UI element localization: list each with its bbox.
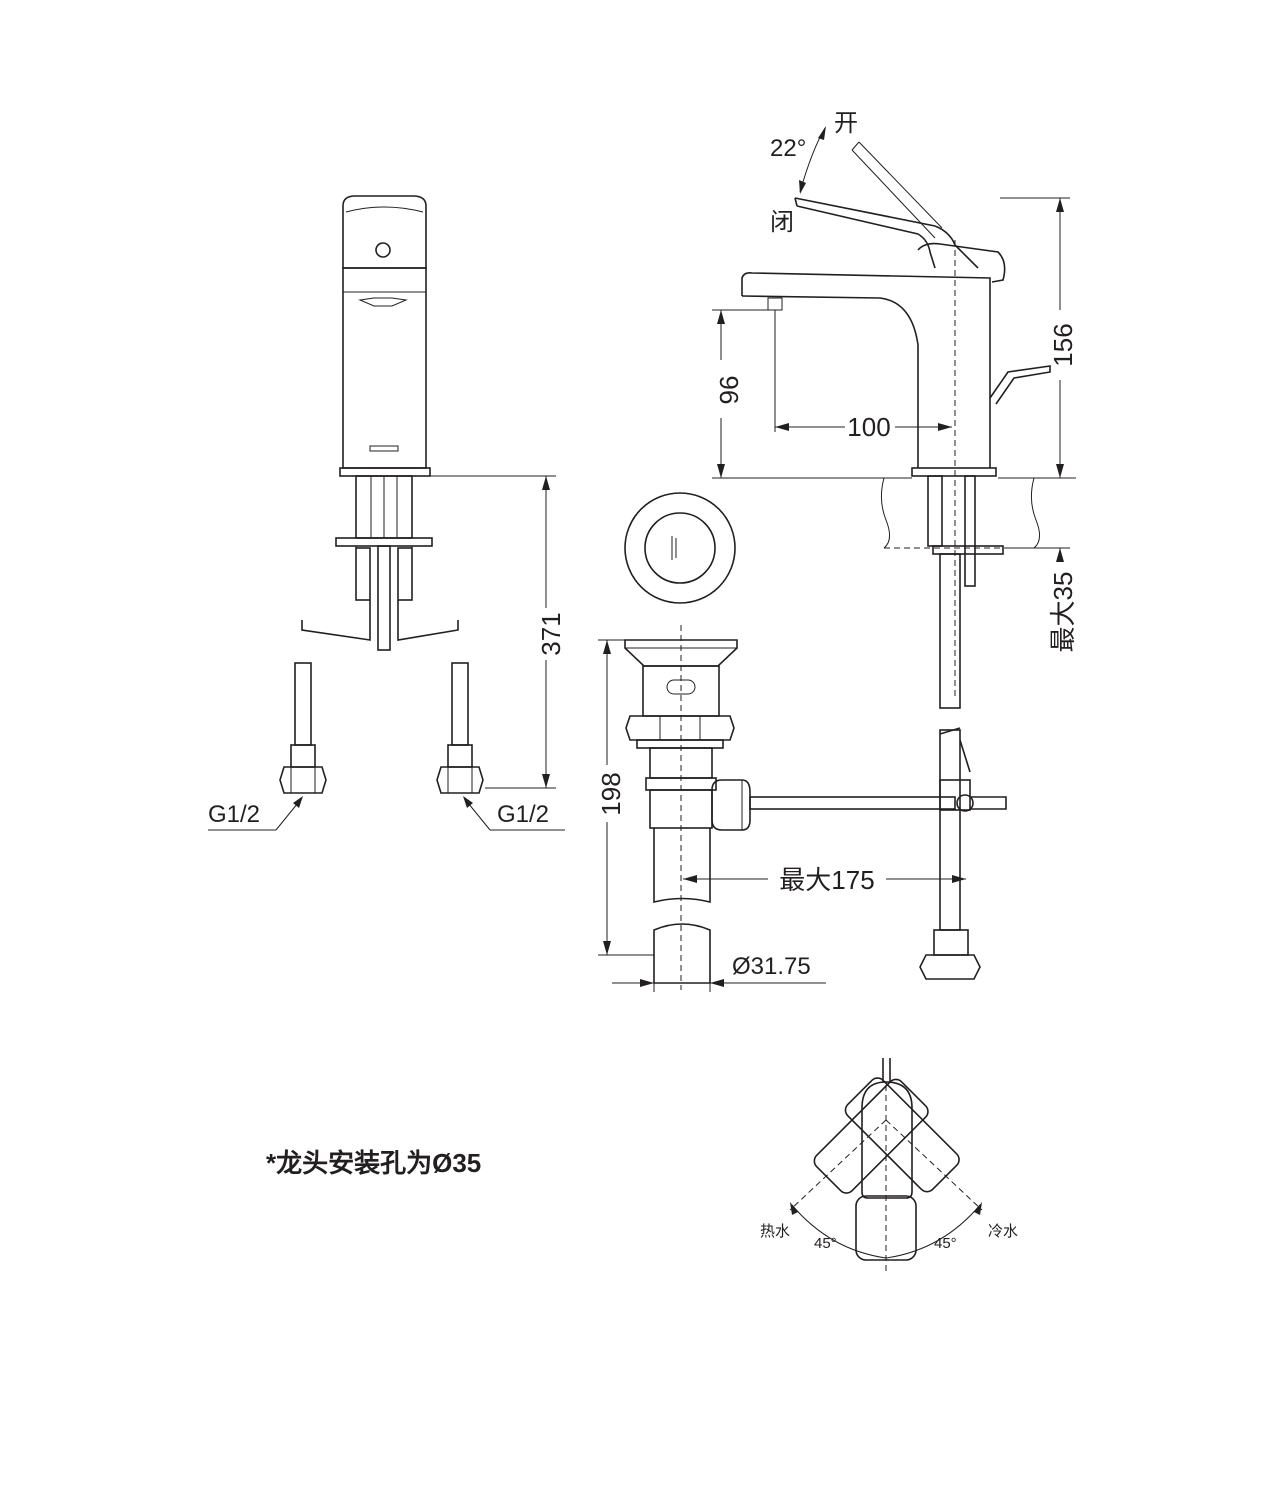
drain-cap-top-view bbox=[624, 492, 736, 604]
lever-angle-annotation: 22° 开 闭 bbox=[770, 110, 858, 236]
dim-total-height: 156 bbox=[1048, 323, 1078, 366]
lever-angle-label: 22° bbox=[770, 135, 806, 162]
dimension-156: 156 bbox=[998, 197, 1078, 479]
hot-water-label: 热水 bbox=[760, 1223, 790, 1240]
dimension-198: 198 bbox=[596, 639, 654, 956]
drain-assembly bbox=[624, 625, 956, 990]
dimension-371: 371 bbox=[428, 475, 566, 789]
dimension-max-35: 最大35 bbox=[1005, 547, 1078, 653]
cold-angle-label: 45° bbox=[934, 1235, 957, 1252]
dim-hose-length: 371 bbox=[536, 612, 566, 655]
dimension-100: 100 bbox=[774, 310, 952, 442]
dimension-max-175: 最大175 bbox=[683, 865, 966, 895]
connector-leaders: G1/2 G1/2 bbox=[208, 796, 565, 831]
dim-spout-reach: 100 bbox=[847, 412, 890, 442]
installation-hole-note: *龙头安装孔为Ø35 bbox=[266, 1148, 481, 1178]
dim-max-thickness: 最大35 bbox=[1048, 572, 1078, 653]
cold-water-label: 冷水 bbox=[988, 1223, 1018, 1240]
dim-drain-diameter: Ø31.75 bbox=[732, 953, 811, 980]
open-label: 开 bbox=[834, 110, 858, 137]
connector-left-label: G1/2 bbox=[208, 801, 260, 828]
dimension-diameter: Ø31.75 bbox=[612, 953, 826, 992]
dim-drain-reach: 最大175 bbox=[779, 865, 874, 895]
dim-drain-height: 198 bbox=[596, 772, 626, 815]
dimension-96: 96 bbox=[712, 309, 912, 479]
top-view-rotation: 热水 冷水 45° 45° bbox=[760, 1058, 1018, 1272]
close-label: 闭 bbox=[770, 209, 794, 236]
dim-spout-height: 96 bbox=[714, 376, 744, 405]
side-view bbox=[741, 141, 1051, 980]
front-view bbox=[279, 195, 484, 794]
hot-angle-label: 45° bbox=[814, 1235, 837, 1252]
connector-right-label: G1/2 bbox=[497, 801, 549, 828]
